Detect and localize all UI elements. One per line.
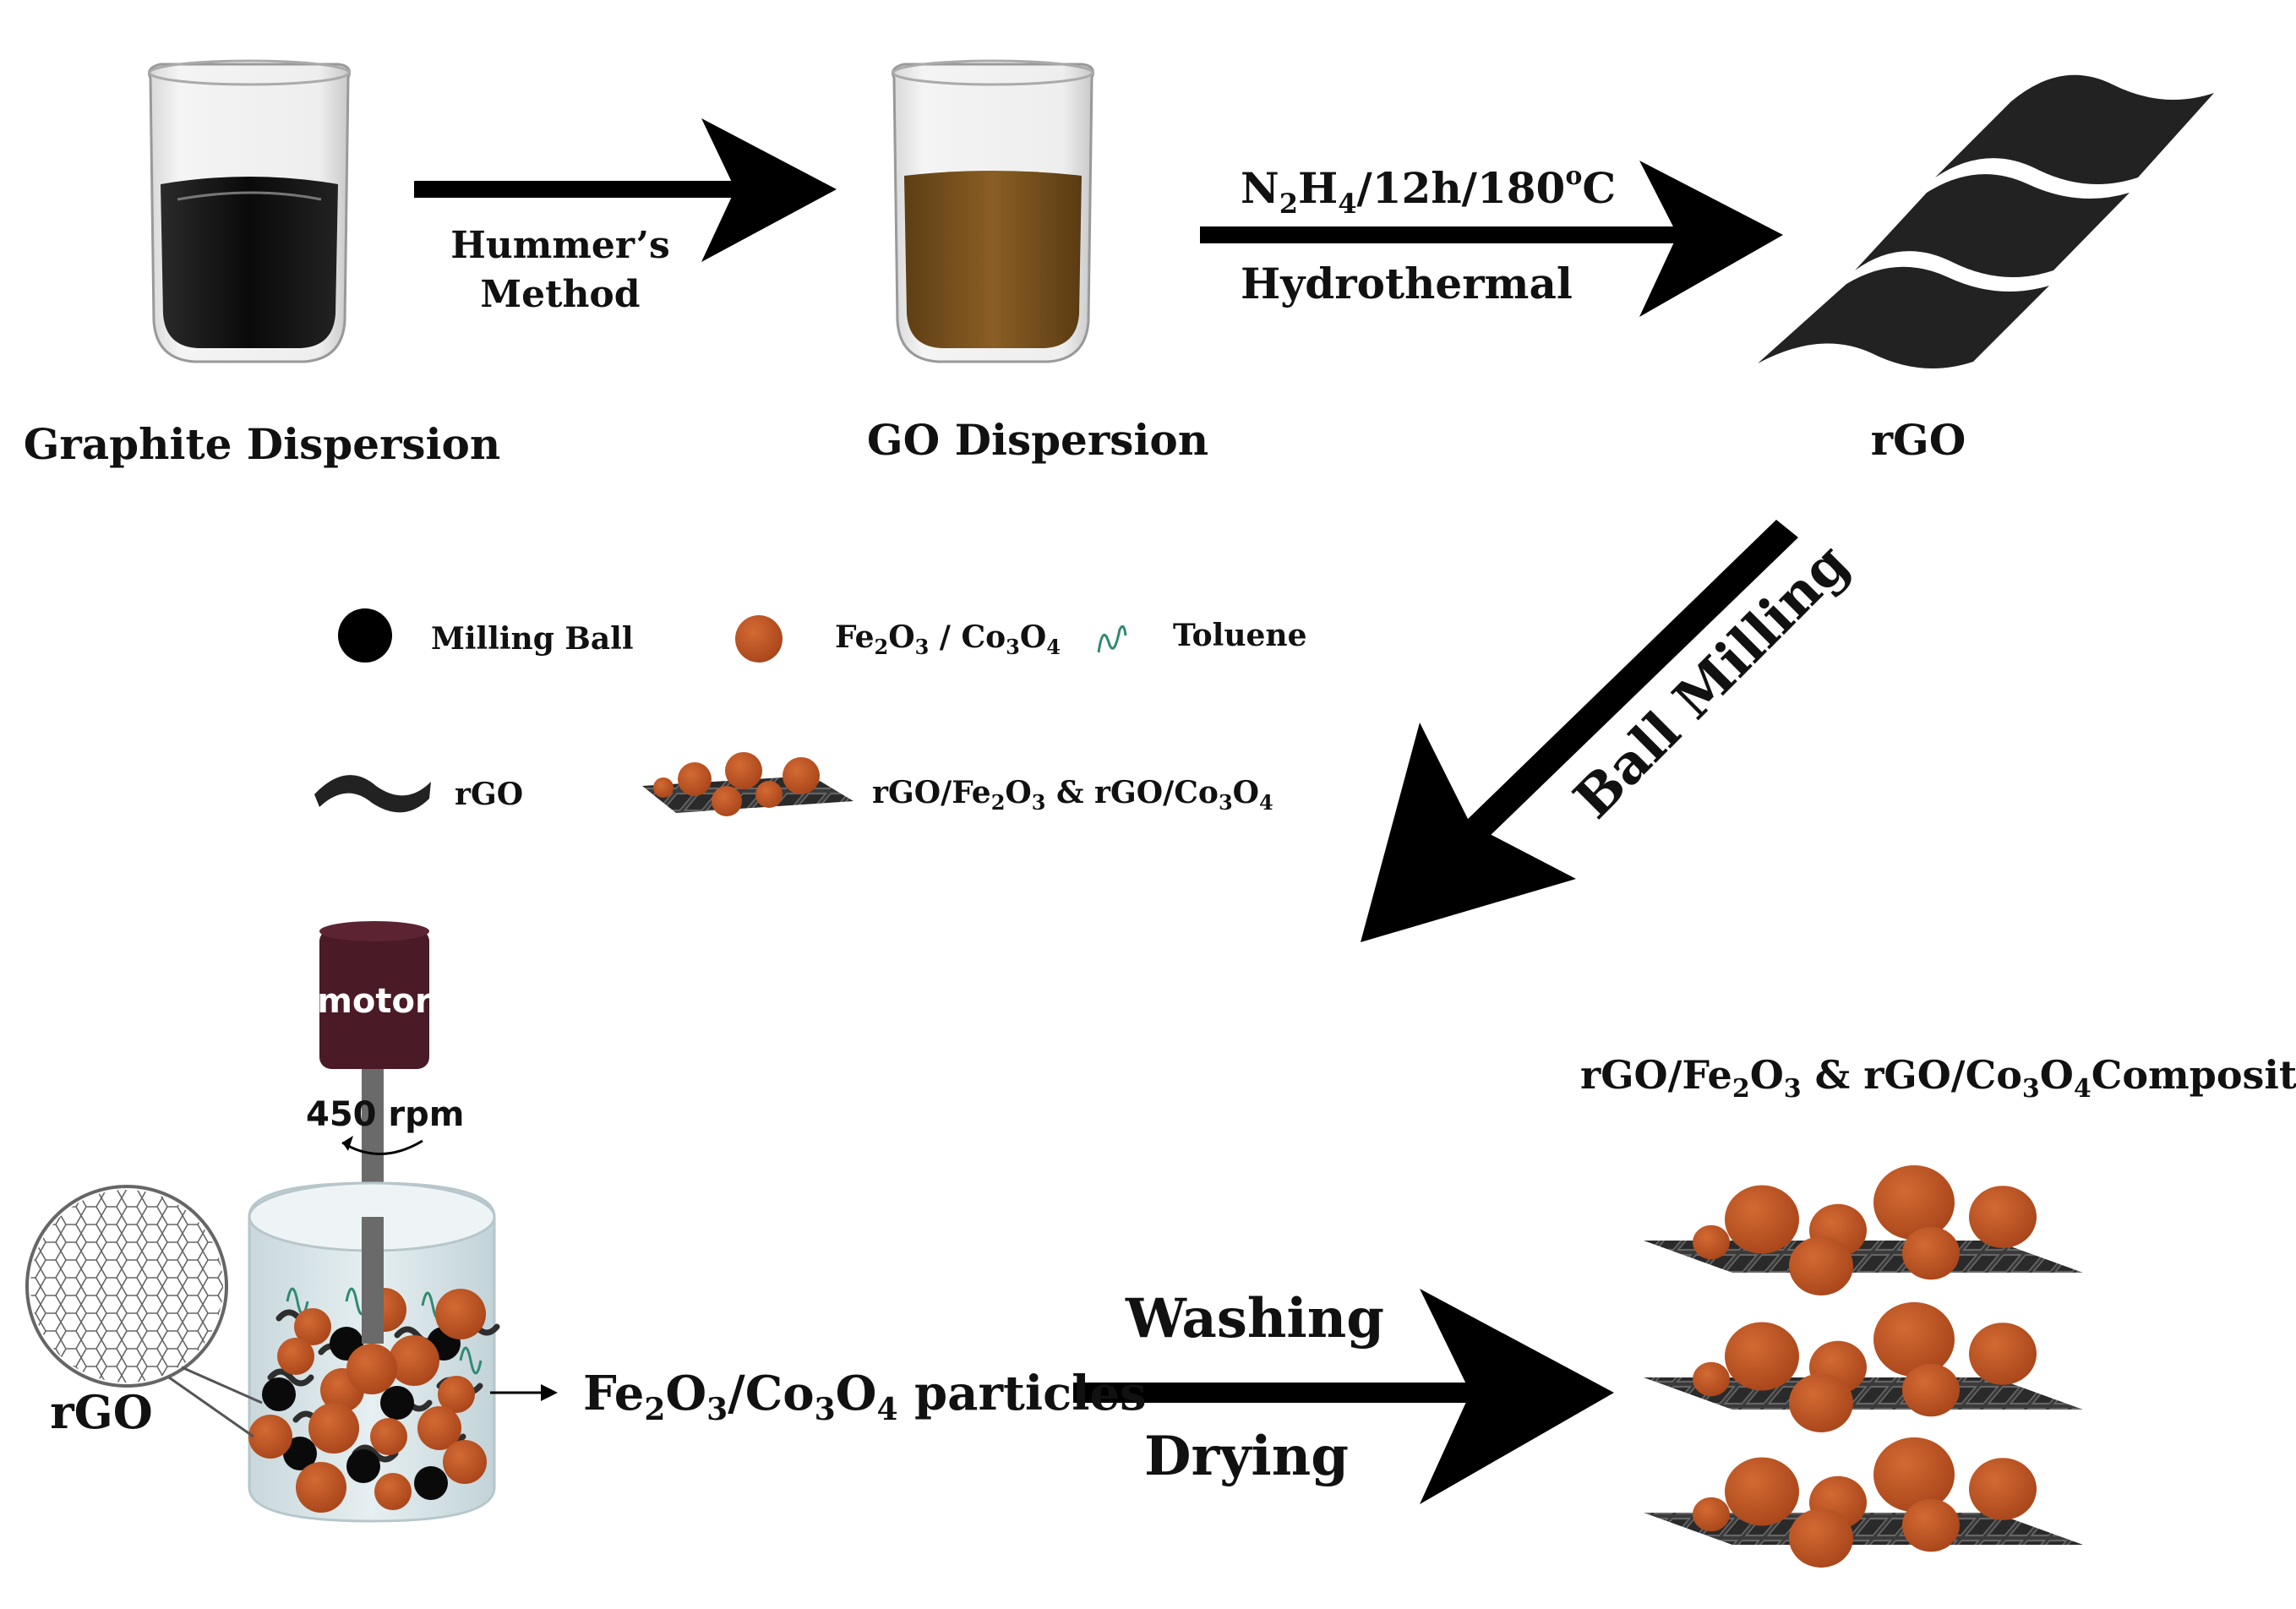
composite-particle — [1693, 1497, 1730, 1532]
hydrothermal-label: Hydrothermal — [1241, 259, 1573, 308]
oxide-particle — [370, 1418, 407, 1455]
composite-particle — [1789, 1508, 1853, 1568]
legend-composite-swatch — [642, 752, 854, 816]
rgo-zoom-label: rGO — [50, 1385, 153, 1439]
legend: Milling Ball Fe2O3 / Co3O4 Toluene rGO r… — [314, 608, 1307, 816]
oxide-particle — [443, 1440, 487, 1484]
composite-particle — [1725, 1322, 1799, 1391]
legend-oxide-label: Fe2O3 / Co3O4 — [835, 619, 1061, 659]
arrow-hydrothermal — [1200, 161, 1783, 317]
composite-particle — [1902, 1498, 1960, 1552]
composite-particle — [1725, 1457, 1799, 1526]
oxide-particle — [438, 1376, 475, 1413]
particles-label: Fe2O3/Co3O4 particles — [583, 1366, 1147, 1427]
milling-ball — [283, 1437, 317, 1470]
oxide-particle — [294, 1308, 331, 1345]
graphite-beaker — [148, 59, 351, 363]
go-dispersion-label: GO Dispersion — [867, 415, 1208, 465]
composite-particle — [1725, 1185, 1799, 1254]
arrow-hummers — [414, 118, 837, 262]
ball-mill-apparatus: motor 450 rpm rGO — [25, 921, 558, 1523]
composite-particle — [1693, 1224, 1730, 1260]
legend-toluene-label: Toluene — [1173, 618, 1307, 653]
composite-particle — [1969, 1323, 2037, 1385]
composite-particle — [1969, 1458, 2037, 1520]
composite-particle — [1693, 1361, 1730, 1397]
legend-milling-ball-swatch — [338, 608, 392, 663]
toluene-strand — [459, 1346, 483, 1375]
composite-particle — [1873, 1301, 1955, 1377]
rgo-sheet-illustration — [1758, 74, 2214, 368]
composite-stack — [1644, 1164, 2083, 1568]
legend-milling-ball-label: Milling Ball — [431, 621, 634, 657]
oxide-particle — [389, 1335, 439, 1386]
rotation-arrow-icon — [341, 1139, 423, 1155]
motor-label: motor — [317, 982, 432, 1021]
composite-particle — [1789, 1236, 1853, 1295]
oxide-particle — [346, 1344, 397, 1394]
composite-particle — [1873, 1437, 1955, 1513]
hydro-conditions-label: N2H4/12h/180oC — [1241, 161, 1616, 220]
oxide-particle — [248, 1415, 292, 1459]
composite-particle — [1873, 1164, 1955, 1241]
composite-particle — [1969, 1186, 2037, 1248]
go-beaker — [892, 59, 1094, 363]
milling-ball — [346, 1449, 380, 1483]
rgo-label-top: rGO — [1871, 415, 1966, 465]
legend-rgo-label: rGO — [455, 777, 523, 812]
composites-title: rGO/Fe2O3 & rGO/Co3O4Composites — [1580, 1052, 2296, 1104]
legend-composite-label: rGO/Fe2O3 & rGO/Co3O4 — [872, 775, 1273, 815]
arrow-washing-drying — [1073, 1289, 1614, 1504]
legend-toluene-swatch — [1097, 625, 1127, 653]
drying-label: Drying — [1144, 1425, 1349, 1488]
milling-ball — [262, 1377, 296, 1411]
composite-particle — [1902, 1363, 1960, 1417]
graphite-dispersion-label: Graphite Dispersion — [24, 419, 501, 469]
oxide-particle — [417, 1406, 461, 1450]
oxide-particle — [374, 1473, 412, 1510]
oxide-particle — [435, 1289, 486, 1339]
legend-rgo-swatch — [314, 775, 431, 813]
arrow-ball-milling — [1361, 520, 1798, 942]
washing-label: Washing — [1125, 1287, 1384, 1350]
rgo-flake — [352, 1444, 399, 1463]
hummers-label-line2: Method — [480, 273, 640, 316]
motor-block — [319, 930, 429, 1069]
milling-ball — [380, 1386, 414, 1420]
speed-label: 450 rpm — [306, 1095, 464, 1134]
milling-ball — [414, 1466, 448, 1500]
ball-milling-label: Ball Milling — [1562, 532, 1861, 831]
hummers-label-line1: Hummer’s — [450, 224, 670, 267]
composite-particle — [1789, 1373, 1853, 1432]
oxide-particle — [296, 1462, 346, 1513]
oxide-particle — [308, 1403, 359, 1454]
legend-oxide-swatch — [735, 615, 783, 663]
rgo-flake — [267, 1368, 314, 1387]
oxide-particle — [277, 1338, 314, 1375]
composite-particle — [1902, 1226, 1960, 1280]
